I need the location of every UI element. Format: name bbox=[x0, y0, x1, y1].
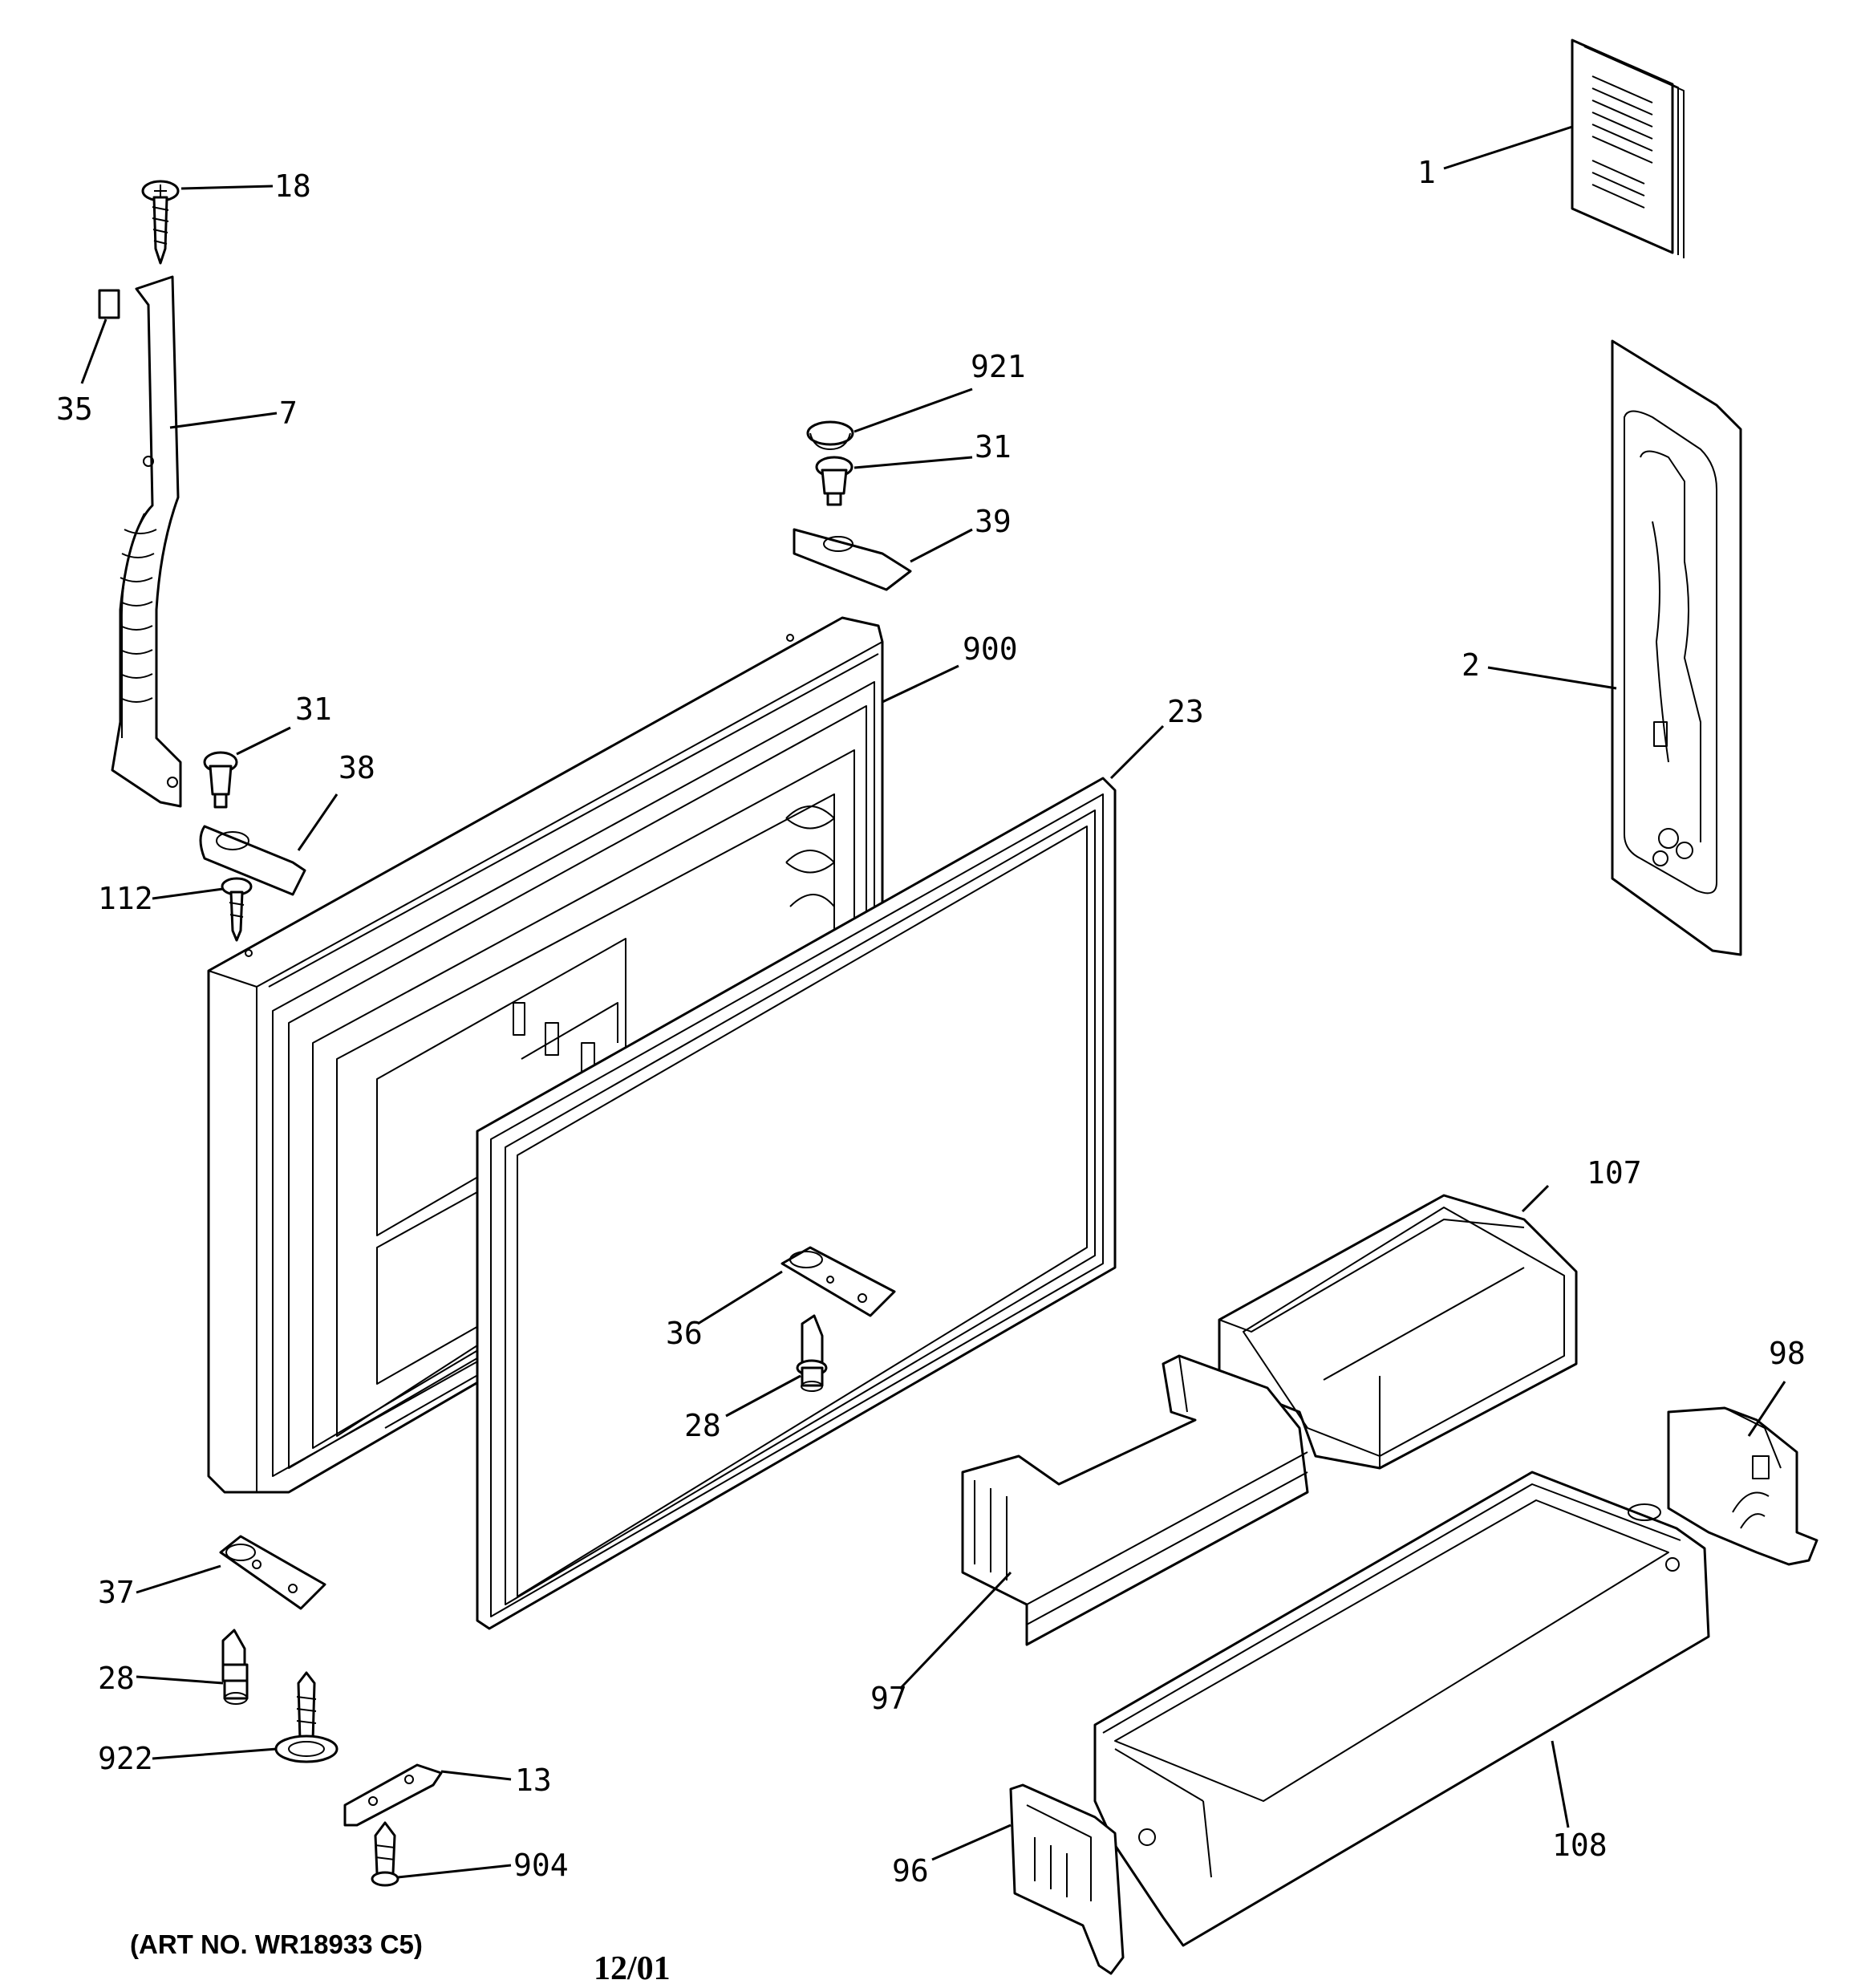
callout-108: 108 bbox=[1552, 1828, 1608, 1863]
part-98-end-cap bbox=[1667, 1406, 1818, 1566]
callout-7: 7 bbox=[279, 396, 298, 431]
part-36-hinge-bracket bbox=[780, 1246, 896, 1317]
part-37-hinge-bracket bbox=[219, 1535, 326, 1610]
callout-28-bottom: 28 bbox=[98, 1661, 135, 1696]
part-112-screw bbox=[221, 877, 253, 942]
part-31-left-bushing bbox=[203, 751, 238, 809]
callout-900: 900 bbox=[963, 631, 1018, 667]
part-97-bin bbox=[961, 1354, 1309, 1646]
callout-18: 18 bbox=[274, 168, 311, 204]
callout-28-center: 28 bbox=[684, 1408, 721, 1443]
part-23-gasket bbox=[476, 777, 1117, 1630]
part-39-hinge-plate bbox=[793, 528, 912, 591]
part-31-top-bushing bbox=[815, 456, 853, 506]
callout-1: 1 bbox=[1417, 155, 1436, 190]
callout-36: 36 bbox=[666, 1316, 703, 1351]
part-35-label-tab bbox=[98, 289, 120, 319]
leader-lines bbox=[80, 125, 1786, 1879]
callout-98: 98 bbox=[1769, 1336, 1806, 1371]
callout-35: 35 bbox=[56, 392, 93, 427]
callout-39: 39 bbox=[975, 504, 1012, 539]
part-1-manual bbox=[1571, 39, 1685, 258]
date-code: 12/01 bbox=[594, 1950, 671, 1987]
callout-2: 2 bbox=[1462, 647, 1480, 683]
part-904-screw bbox=[371, 1821, 399, 1887]
callout-38: 38 bbox=[339, 750, 375, 785]
callout-97: 97 bbox=[870, 1681, 907, 1716]
part-922-stud bbox=[274, 1671, 339, 1763]
callout-922: 922 bbox=[98, 1741, 153, 1776]
callout-112: 112 bbox=[98, 881, 153, 916]
part-108-long-bin bbox=[1093, 1471, 1710, 1947]
part-18-screw bbox=[141, 180, 180, 265]
part-13-bracket bbox=[343, 1763, 443, 1827]
callout-904: 904 bbox=[513, 1848, 569, 1883]
part-96-end-cap bbox=[1009, 1783, 1125, 1975]
part-38-hinge-plate bbox=[199, 825, 306, 896]
part-7-upper-hinge-cover bbox=[111, 275, 182, 808]
part-28-center-pin bbox=[796, 1314, 828, 1392]
callout-107: 107 bbox=[1587, 1155, 1642, 1191]
part-921-cap bbox=[806, 420, 854, 450]
callout-31-left: 31 bbox=[295, 692, 332, 727]
callout-labels: 1 2 7 13 18 23 28 28 31 31 35 36 37 38 3… bbox=[56, 155, 1806, 1889]
callout-31-top: 31 bbox=[975, 429, 1012, 465]
callout-921: 921 bbox=[971, 349, 1026, 384]
part-2-handle bbox=[1611, 339, 1742, 956]
art-number-caption: (ART NO. WR18933 C5) bbox=[130, 1929, 423, 1959]
part-28-bottom-pin bbox=[221, 1629, 249, 1705]
callout-13: 13 bbox=[515, 1763, 552, 1798]
callout-96: 96 bbox=[892, 1853, 929, 1889]
callout-23: 23 bbox=[1167, 694, 1204, 729]
callout-37: 37 bbox=[98, 1575, 135, 1610]
